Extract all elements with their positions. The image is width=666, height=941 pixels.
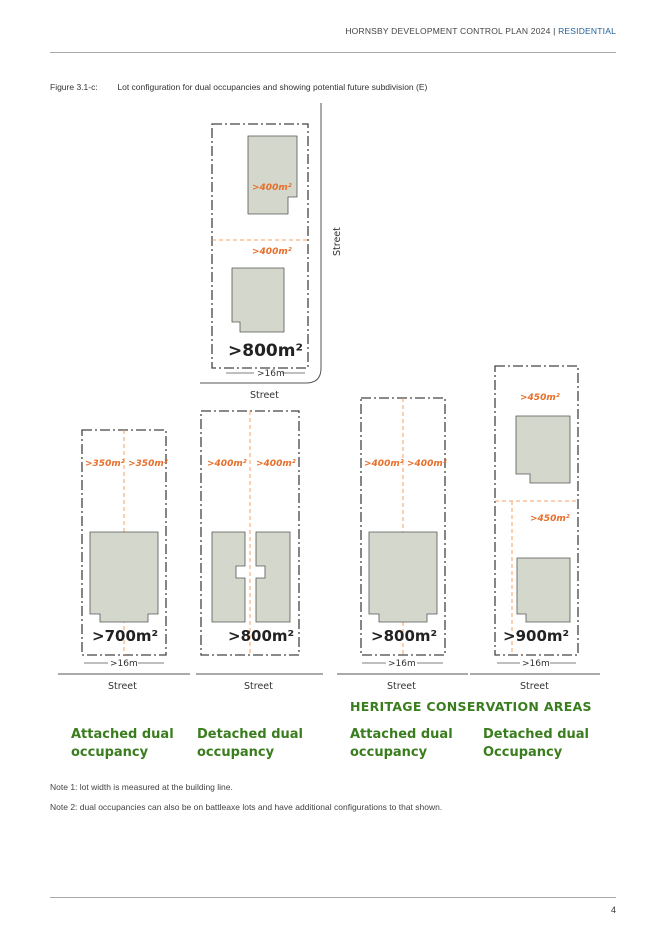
- lot3-width: >16m: [388, 659, 416, 669]
- lot2-building-left: [211, 531, 246, 623]
- lot3-street: Street: [387, 681, 416, 692]
- lot-detached-dual: >400m² >400m² >800m² Street: [196, 410, 323, 692]
- figure-title: Lot configuration for dual occupancies a…: [117, 82, 428, 92]
- lot1-building: [89, 531, 159, 623]
- lot1-area-left: >350m²: [85, 459, 125, 469]
- caption-3-line-1: Attached dual: [350, 727, 453, 742]
- lot1-street: Street: [108, 681, 137, 692]
- section-name: RESIDENTIAL: [558, 26, 616, 36]
- top-lot-width: >16m: [257, 369, 285, 379]
- lot-heritage-attached: >400m² >400m² >800m² >16m Street: [337, 397, 468, 692]
- lot-heritage-detached: >450m² >450m² >900m² >16m Street: [470, 365, 600, 692]
- lot2-area-right: >400m²: [256, 459, 296, 469]
- lot1-boundary: [81, 429, 167, 656]
- document-title: HORNSBY DEVELOPMENT CONTROL PLAN 2024: [345, 26, 551, 36]
- page-header: HORNSBY DEVELOPMENT CONTROL PLAN 2024 | …: [345, 26, 616, 36]
- note-2: Note 2: dual occupancies can also be on …: [50, 802, 443, 812]
- top-lot: >400m² >400m² >800m² >16m Street Street: [200, 103, 343, 401]
- lot4-width: >16m: [522, 659, 550, 669]
- heritage-areas-heading: HERITAGE CONSERVATION AREAS: [350, 699, 592, 714]
- top-lot-street-bottom: Street: [250, 390, 279, 401]
- lot2-building-right: [255, 531, 291, 623]
- lot4-lower-area: >450m²: [530, 514, 570, 524]
- caption-2-line-2: occupancy: [197, 745, 275, 760]
- figure-caption: Figure 3.1-c: Lot configuration for dual…: [50, 82, 427, 92]
- note-1: Note 1: lot width is measured at the bui…: [50, 782, 233, 792]
- lot-attached-dual: >350m² >350m² >700m² >16m Street: [58, 429, 190, 692]
- caption-1-line-1: Attached dual: [71, 727, 174, 742]
- top-lot-lower-area: >400m²: [252, 247, 292, 257]
- lot2-area-left: >400m²: [207, 459, 247, 469]
- lot2-street: Street: [244, 681, 273, 692]
- lot4-street: Street: [520, 681, 549, 692]
- caption-4-line-1: Detached dual: [483, 727, 589, 742]
- lot4-building-rear: [515, 415, 571, 484]
- lot3-area-left: >400m²: [364, 459, 404, 469]
- caption-1-line-2: occupancy: [71, 745, 149, 760]
- figure-label: Figure 3.1-c:: [50, 82, 98, 92]
- corner-street-line: [200, 103, 322, 384]
- lot3-building: [368, 531, 438, 623]
- top-lot-street-side: Street: [332, 227, 343, 256]
- top-lot-upper-area: >400m²: [252, 183, 292, 193]
- lot1-width: >16m: [110, 659, 138, 669]
- lot1-area-right: >350m²: [128, 459, 168, 469]
- lot4-total-area: >900m²: [503, 627, 569, 645]
- top-lot-total-area: >800m²: [228, 341, 303, 361]
- lot1-total-area: >700m²: [92, 627, 158, 645]
- caption-4-line-2: Occupancy: [483, 745, 563, 760]
- lot4-boundary: [494, 365, 579, 656]
- caption-3-line-2: occupancy: [350, 745, 428, 760]
- lot4-building-front: [516, 557, 571, 623]
- footer-rule: [50, 897, 616, 898]
- top-lot-building-upper: [247, 135, 298, 215]
- top-lot-boundary: [211, 123, 309, 369]
- lot4-upper-area: >450m²: [520, 393, 560, 403]
- lot3-total-area: >800m²: [371, 627, 437, 645]
- lot3-area-right: >400m²: [407, 459, 447, 469]
- header-rule: [50, 52, 616, 53]
- caption-2-line-1: Detached dual: [197, 727, 303, 742]
- header-separator: |: [553, 26, 556, 36]
- lot2-total-area: >800m²: [228, 627, 294, 645]
- lot3-boundary: [360, 397, 446, 656]
- lot2-boundary: [200, 410, 300, 656]
- page-number: 4: [610, 905, 616, 915]
- top-lot-building-lower: [231, 267, 285, 333]
